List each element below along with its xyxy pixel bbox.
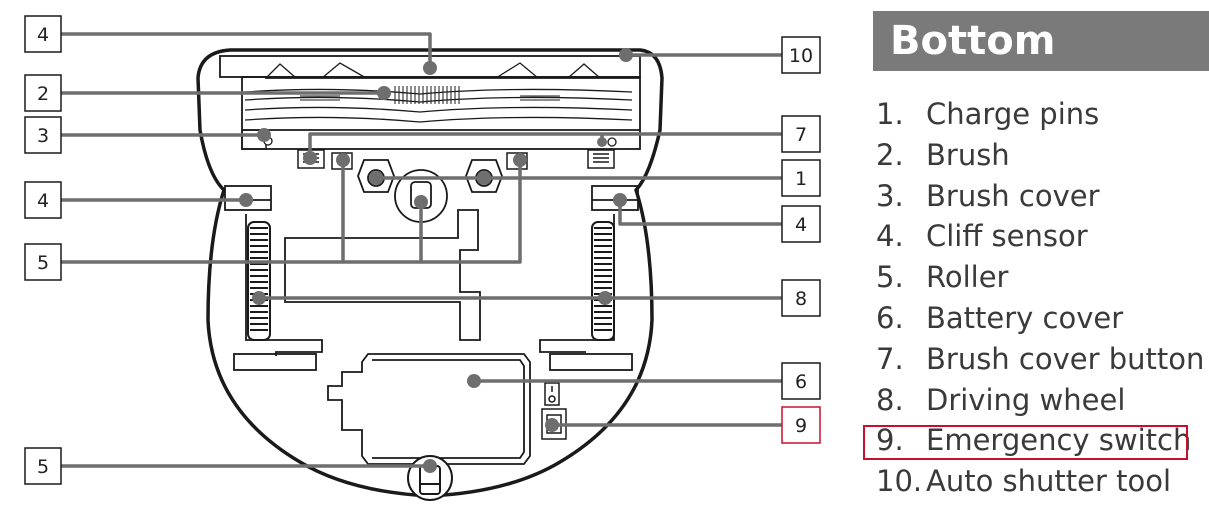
legend-label: Battery cover xyxy=(926,300,1124,335)
brush-rollers xyxy=(244,62,633,123)
callout-left-5-bottom: 5 xyxy=(24,447,62,485)
callout-left-5-mid: 5 xyxy=(24,243,62,281)
brush-cover-button xyxy=(607,137,617,147)
legend-label: Auto shutter tool xyxy=(926,464,1172,499)
legend-number: 5. xyxy=(876,260,904,295)
legend-label: Emergency switch xyxy=(926,423,1192,458)
callout-left-2: 2 xyxy=(24,74,62,112)
legend-label: Roller xyxy=(926,260,1009,295)
callout-right-9: 9 xyxy=(781,406,821,444)
svg-text:3: 3 xyxy=(37,125,49,147)
legend-item-highlighted: 9. Emergency switch xyxy=(876,420,1204,461)
legend-number: 4. xyxy=(876,219,904,254)
legend-label: Charge pins xyxy=(926,97,1100,131)
legend-number: 6. xyxy=(876,300,904,335)
parts-legend: 1. Charge pins 2. Brush 3. Brush cover 4. Cl… xyxy=(876,94,1204,502)
legend-number: 2. xyxy=(876,137,904,172)
callout-left-4-top: 4 xyxy=(24,15,62,53)
callout-right-7: 7 xyxy=(781,115,821,153)
callout-right-8: 8 xyxy=(781,279,821,317)
callout-right-10: 10 xyxy=(781,36,821,74)
svg-text:8: 8 xyxy=(795,288,807,310)
callout-left-4-mid: 4 xyxy=(24,181,62,219)
svg-text:9: 9 xyxy=(795,415,807,437)
body-channels xyxy=(233,209,633,371)
legend-item: 2. Brush xyxy=(876,135,1204,176)
legend-label: Brush cover button xyxy=(926,341,1205,376)
callout-right-6: 6 xyxy=(781,362,821,400)
callout-right-4: 4 xyxy=(781,205,821,243)
legend-item: 5. Roller xyxy=(876,257,1204,298)
svg-text:7: 7 xyxy=(795,124,807,146)
svg-text:5: 5 xyxy=(37,252,49,274)
svg-text:6: 6 xyxy=(795,371,807,393)
center-roller-assembly xyxy=(357,159,503,223)
svg-text:4: 4 xyxy=(795,214,807,236)
legend-label: Brush xyxy=(926,137,1010,172)
brush-bristles xyxy=(300,86,560,104)
legend-item: 10.Auto shutter tool xyxy=(876,461,1204,502)
legend-number: 8. xyxy=(876,382,904,417)
legend-number: 10. xyxy=(876,464,923,499)
legend-item: 7. Brush cover button xyxy=(876,339,1204,380)
legend-number: 7. xyxy=(876,341,904,376)
legend-item: 1. Charge pins xyxy=(876,94,1204,135)
callout-left-3: 3 xyxy=(24,116,62,154)
highlight-frame xyxy=(863,425,1188,460)
svg-text:4: 4 xyxy=(37,24,49,46)
legend-label: Driving wheel xyxy=(926,382,1126,417)
legend-item: 3. Brush cover xyxy=(876,176,1204,217)
section-heading: Bottom xyxy=(873,11,1209,71)
callout-right-1: 1 xyxy=(781,159,821,197)
legend-label: Cliff sensor xyxy=(926,219,1088,254)
leader-dots xyxy=(239,48,633,473)
battery-cover xyxy=(327,353,531,465)
svg-text:4: 4 xyxy=(37,190,49,212)
svg-text:5: 5 xyxy=(37,456,49,478)
leader-lines xyxy=(61,32,782,468)
driving-wheels xyxy=(247,221,615,341)
legend-item: 4. Cliff sensor xyxy=(876,216,1204,257)
svg-text:1: 1 xyxy=(795,168,807,190)
legend-label: Brush cover xyxy=(926,178,1100,213)
legend-number: 1. xyxy=(876,97,904,131)
legend-number: 9. xyxy=(876,423,904,458)
legend-number: 3. xyxy=(876,178,904,213)
svg-text:10: 10 xyxy=(789,45,813,67)
legend-item: 6. Battery cover xyxy=(876,298,1204,339)
robot-vacuum-bottom-diagram: 4 2 3 4 5 5 10 7 1 4 8 6 xyxy=(24,15,821,501)
brush-housing xyxy=(219,55,641,150)
svg-text:2: 2 xyxy=(37,83,49,105)
legend-item: 8. Driving wheel xyxy=(876,380,1204,421)
